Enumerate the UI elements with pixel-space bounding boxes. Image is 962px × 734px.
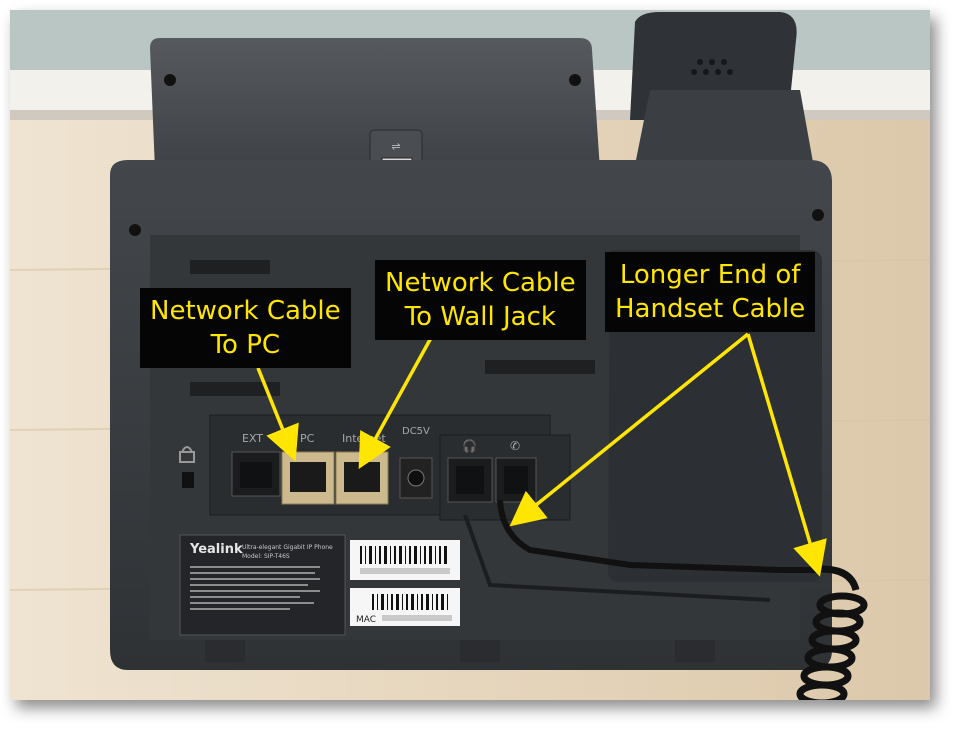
serial-barcode-sticker [350,540,460,580]
callout-to-pc-line1: Network Cable [150,296,341,326]
phone-stand [150,38,600,170]
handset-icon: ✆ [510,439,520,453]
callout-to-wall-line2: To Wall Jack [404,302,556,332]
model-label: Model: SIP-T46S [242,553,290,560]
handset-port [495,457,537,503]
ext-port [231,451,281,497]
mac-label: MAC [356,615,376,625]
callout-network-cable-to-pc: Network Cable To PC [140,288,351,368]
callout-handset-line2: Handset Cable [615,294,806,324]
dc-power-jack [399,457,433,499]
mac-barcode-sticker: MAC [350,588,460,626]
callout-to-wall-line1: Network Cable [385,268,576,298]
product-line-label: Ultra-elegant Gigabit IP Phone [242,544,333,551]
port-label-dc: DC5V [402,426,430,437]
port-label-internet: Internet [342,432,386,445]
lock-icon [179,446,195,488]
callout-network-cable-to-wall-jack: Network Cable To Wall Jack [375,260,586,340]
port-label-ext: EXT [242,432,263,445]
callout-to-pc-line2: To PC [210,330,281,360]
callout-handset-line1: Longer End of [619,260,801,290]
svg-text:⇌: ⇌ [391,140,400,153]
port-label-pc: PC [300,432,315,445]
handset-cable [497,499,810,573]
coiled-handset-cable [796,565,868,700]
internet-port [335,451,389,505]
headset-icon: 🎧 [462,439,477,453]
headset-port [447,457,493,503]
callout-longer-end-of-handset-cable: Longer End of Handset Cable [605,252,816,332]
regulatory-label: Yealink Ultra-elegant Gigabit IP Phone M… [179,534,346,636]
brand-label: Yealink [189,542,243,557]
pc-port [281,451,335,505]
